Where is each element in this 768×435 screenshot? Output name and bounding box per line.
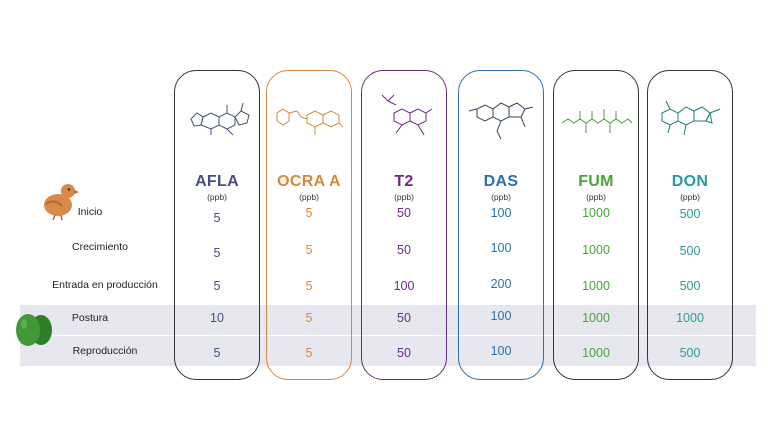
ocra-value-reproduccion: 5: [305, 346, 313, 360]
t2-value-postura: 50: [397, 311, 411, 325]
fum-unit: (ppb): [586, 192, 606, 202]
column-fum: FUM (ppb): [553, 70, 639, 380]
afla-unit: (ppb): [207, 192, 227, 202]
afla-value-entrada: 5: [213, 279, 221, 293]
ocra-molecule-icon: [276, 108, 344, 135]
don-value-reproduccion: 500: [679, 346, 701, 360]
column-afla: AFLA (ppb): [174, 70, 260, 380]
row-label-crecimiento: Crecimiento: [71, 241, 129, 253]
don-unit: (ppb): [680, 192, 700, 202]
highlight-band-postura: [20, 305, 756, 335]
ocra-title: OCRA A: [277, 173, 341, 190]
das-value-entrada: 200: [490, 277, 512, 291]
fum-title: FUM: [578, 173, 614, 190]
t2-value-entrada: 100: [393, 279, 415, 293]
afla-title: AFLA: [195, 173, 239, 190]
fum-value-crecimiento: 1000: [582, 243, 610, 257]
row-label-inicio: Inicio: [77, 206, 103, 218]
fum-value-entrada: 1000: [582, 279, 610, 293]
column-ocra: OCRA A (ppb): [266, 70, 352, 380]
ocra-value-inicio: 5: [305, 206, 313, 220]
t2-molecule-icon: [381, 94, 433, 136]
don-value-inicio: 500: [679, 207, 701, 221]
das-value-reproduccion: 100: [490, 344, 512, 358]
eggs-icon: [16, 314, 52, 346]
das-title: DAS: [483, 173, 519, 190]
afla-molecule-icon: [190, 102, 250, 136]
ocra-unit: (ppb): [299, 192, 319, 202]
das-value-postura: 100: [490, 309, 512, 323]
t2-value-reproduccion: 50: [397, 346, 411, 360]
don-title: DON: [671, 173, 709, 190]
row-label-reproduccion: Reproducción: [72, 345, 138, 357]
afla-value-postura: 10: [210, 311, 224, 325]
column-don: DON (ppb): [647, 70, 733, 380]
fum-value-reproduccion: 1000: [582, 346, 610, 360]
afla-value-crecimiento: 5: [213, 246, 221, 260]
row-label-postura: Postura: [71, 312, 109, 324]
t2-title: T2: [394, 173, 414, 190]
row-label-entrada: Entrada en producción: [52, 279, 158, 291]
t2-value-crecimiento: 50: [397, 243, 411, 257]
don-value-postura: 1000: [676, 311, 704, 325]
t2-value-inicio: 50: [397, 206, 411, 220]
fum-value-inicio: 1000: [582, 206, 610, 220]
das-molecule-icon: [468, 102, 534, 140]
ocra-value-postura: 5: [305, 311, 313, 325]
das-unit: (ppb): [491, 192, 511, 202]
don-value-crecimiento: 500: [679, 244, 701, 258]
das-value-crecimiento: 100: [490, 241, 512, 255]
column-t2: T2 (ppb): [361, 70, 447, 380]
fum-value-postura: 1000: [582, 311, 610, 325]
t2-unit: (ppb): [394, 192, 414, 202]
das-value-inicio: 100: [490, 206, 512, 220]
afla-value-inicio: 5: [213, 211, 221, 225]
afla-value-reproduccion: 5: [213, 346, 221, 360]
don-value-entrada: 500: [679, 279, 701, 293]
fum-molecule-icon: [561, 109, 633, 133]
ocra-value-entrada: 5: [305, 279, 313, 293]
chick-icon: [44, 184, 79, 220]
ocra-value-crecimiento: 5: [305, 243, 313, 257]
don-molecule-icon: [661, 100, 721, 136]
column-das: DAS (ppb): [458, 70, 544, 380]
